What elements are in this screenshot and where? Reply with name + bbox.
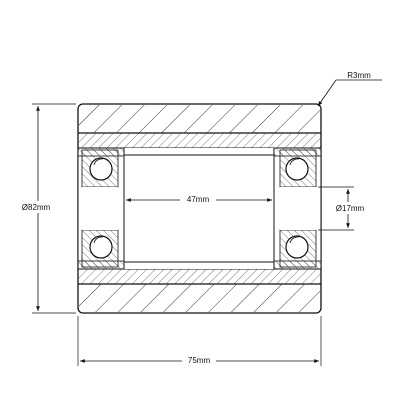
od-label-bg xyxy=(14,201,58,213)
bore-cavity-fill xyxy=(124,148,274,269)
dimension-outer-diameter: Ø82mm xyxy=(14,103,76,314)
radius-leader-line xyxy=(317,79,337,107)
tyre-top-hatch xyxy=(79,105,320,133)
bore-cavity xyxy=(124,148,274,269)
bore-label-bg xyxy=(330,202,370,214)
overall-width-label: 75mm xyxy=(188,356,211,365)
right-upper-ball xyxy=(285,157,309,181)
dimension-bore-diameter: Ø17mm xyxy=(318,186,370,231)
right-bearing-bore xyxy=(280,187,316,230)
left-bearing-bore xyxy=(82,187,118,230)
inner-width-label-bg xyxy=(180,193,216,205)
right-lower-ball xyxy=(285,235,309,259)
radius-label: R3mm xyxy=(347,71,371,80)
right-bearing xyxy=(273,147,322,270)
hub-top-hatch xyxy=(78,133,321,148)
left-upper-ball-shade xyxy=(93,158,104,166)
radius-callout: R3mm xyxy=(317,71,382,107)
tyre-bottom-hatch xyxy=(79,284,320,312)
left-upper-ball xyxy=(89,157,113,181)
outer-diameter-label: Ø82mm xyxy=(22,203,51,212)
right-lower-ball-shade xyxy=(289,236,300,244)
bore-diameter-label: Ø17mm xyxy=(336,204,365,213)
left-bearing xyxy=(77,147,125,270)
ow-label-bg xyxy=(182,354,216,366)
dimension-inner-width: 47mm xyxy=(126,193,272,205)
outer-tyre xyxy=(77,103,322,314)
left-lower-ball xyxy=(89,235,113,259)
hub-bottom-hatch xyxy=(78,269,321,284)
inner-width-label: 47mm xyxy=(187,195,210,204)
right-upper-ball-shade xyxy=(289,158,300,166)
left-lower-ball-shade xyxy=(93,236,104,244)
dimension-overall-width: 75mm xyxy=(77,316,322,366)
